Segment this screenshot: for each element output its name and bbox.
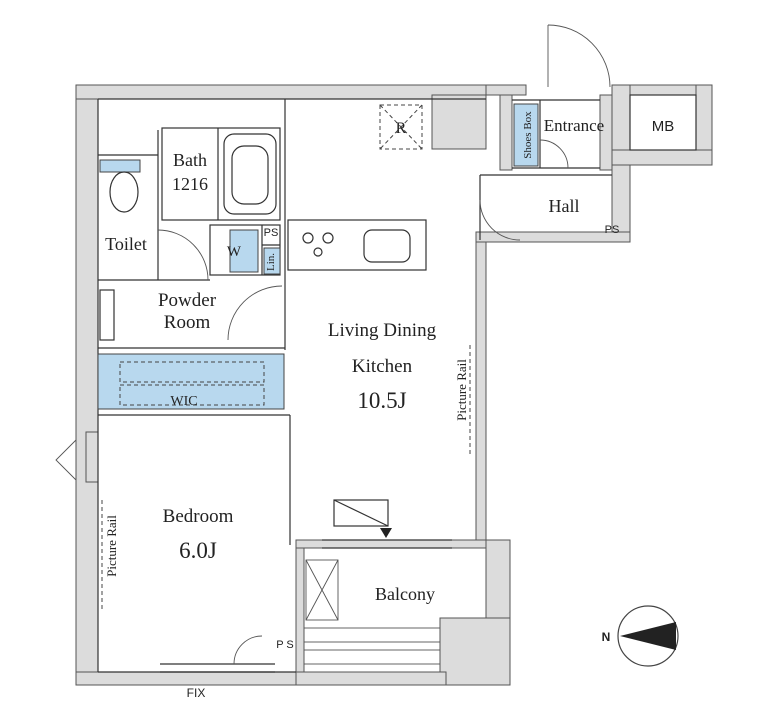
powder-room-label-1: Powder: [158, 290, 217, 311]
mb-label: MB: [652, 118, 675, 135]
picture-rail-ldk-label: Picture Rail: [454, 359, 469, 421]
ps-bath-label: PS: [264, 227, 279, 239]
ps-balcony-label: P S: [276, 639, 294, 651]
ps-hall-label: PS: [605, 224, 620, 236]
hall-door-swing: [479, 199, 521, 241]
fixtures: [55, 24, 611, 665]
fix-label: FIX: [187, 686, 206, 700]
linen-closet: [263, 247, 281, 275]
kitchen-sink: [363, 229, 411, 263]
powder-room-label-2: Room: [164, 312, 211, 333]
bath-size-label: 1216: [172, 174, 208, 194]
bedroom-size-label: 6.0J: [179, 538, 217, 563]
stove-icon: [302, 232, 334, 257]
compass-n-label: N: [602, 630, 611, 644]
refrigerator-label: R: [396, 120, 407, 137]
ldk-size-label: 10.5J: [357, 388, 406, 413]
ldk-label-1: Living Dining: [328, 320, 437, 341]
ldk-label-2: Kitchen: [352, 356, 413, 377]
washer-area: [229, 229, 259, 273]
wic-label: WIC: [170, 394, 197, 409]
balcony-label: Balcony: [375, 584, 435, 604]
toilet-label: Toilet: [105, 234, 147, 254]
entrance-label: Entrance: [544, 116, 604, 135]
blue-fixtures: [97, 103, 539, 410]
toilet-bowl: [109, 171, 139, 213]
bathtub: [223, 133, 277, 215]
powder-vanity: [99, 289, 115, 341]
compass-needle-icon: [620, 622, 676, 650]
toilet-tank: [99, 159, 141, 173]
bedroom-label: Bedroom: [163, 506, 234, 527]
hall-label: Hall: [549, 196, 580, 216]
washer-label: W: [227, 244, 242, 260]
outer-walls: [75, 84, 713, 686]
powder-door-swing: [227, 285, 283, 341]
room-labels: Entrance MB Hall PS Shoes Box Bath 1216 …: [104, 111, 674, 700]
bath-label: Bath: [173, 150, 207, 170]
linen-label: Lin.: [265, 253, 277, 271]
shoes-box-label: Shoes Box: [522, 111, 534, 159]
entrance-door-swing: [547, 24, 611, 88]
toilet-door-swing: [157, 229, 209, 281]
shoes-box: [513, 103, 539, 167]
compass: N: [602, 605, 679, 667]
picture-rail-bedroom-label: Picture Rail: [104, 515, 119, 577]
